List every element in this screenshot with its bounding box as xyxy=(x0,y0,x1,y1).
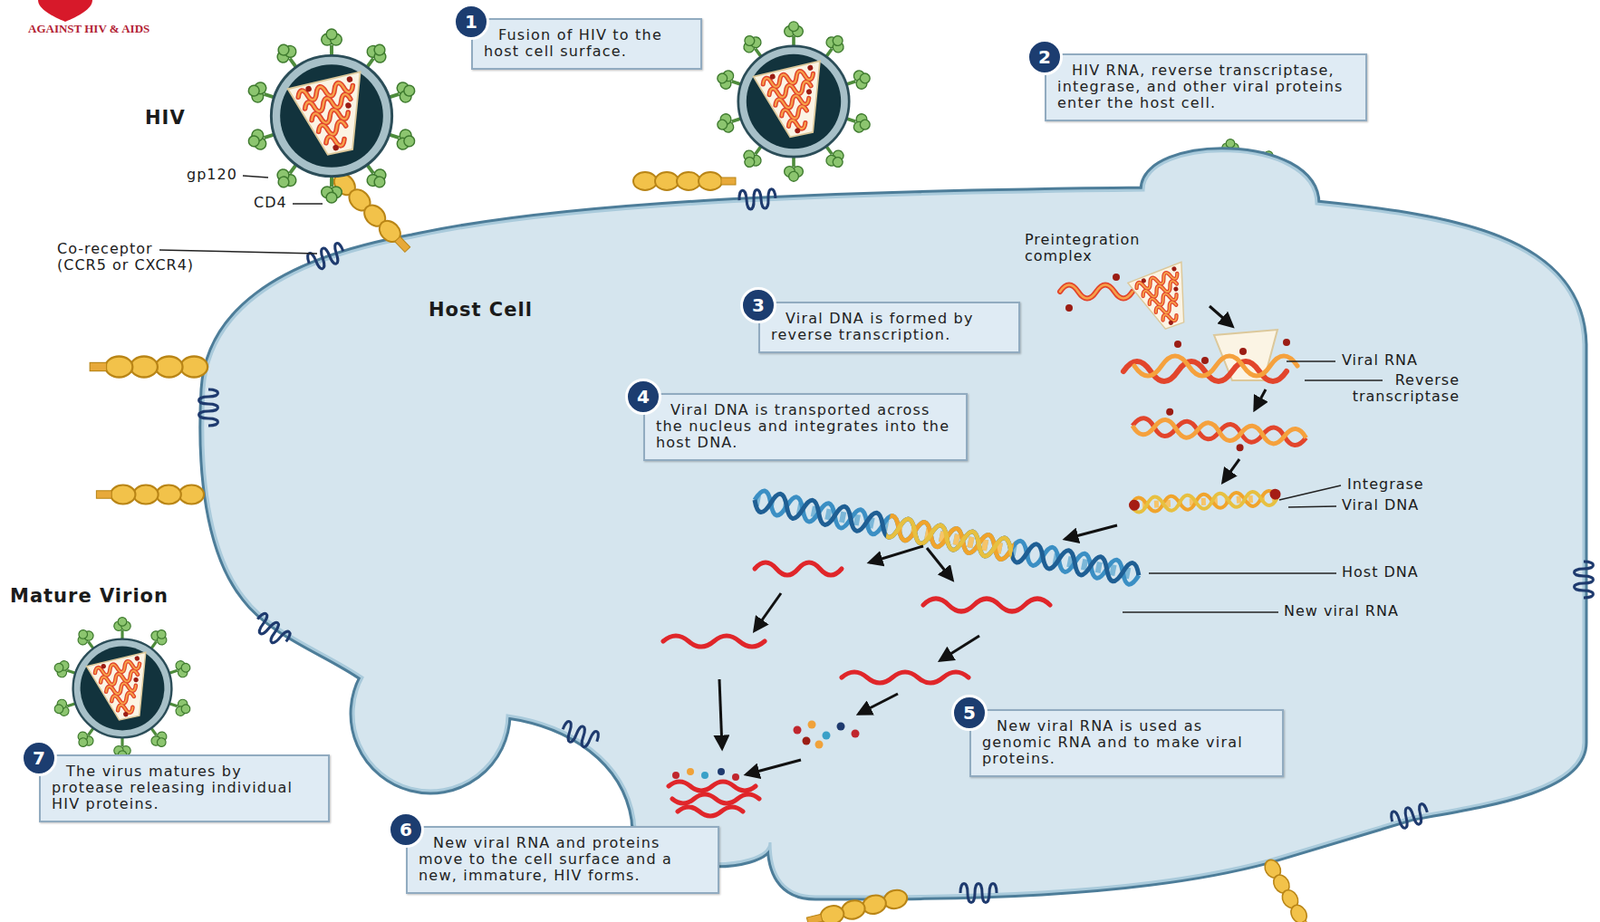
part-label: gp120 xyxy=(186,166,238,184)
callout-text: Viral DNA is transported across the nucl… xyxy=(655,402,955,452)
callout-box: 6New viral RNA and proteins move to the … xyxy=(405,826,720,895)
viral-dna xyxy=(1127,488,1282,513)
logo-text: AGAINST HIV & AIDS xyxy=(28,21,150,36)
part-label: Host Cell xyxy=(428,298,533,321)
viral-proteins xyxy=(672,721,860,782)
cell-membrane xyxy=(202,151,1584,897)
callout-number: 6 xyxy=(387,811,425,849)
leader-lines xyxy=(159,175,1383,613)
new-viral-rna xyxy=(663,562,1051,817)
callout-text: New viral RNA and proteins move to the c… xyxy=(418,835,707,885)
callout-text: The virus matures by protease releasing … xyxy=(51,763,318,813)
callout-number: 4 xyxy=(625,378,662,415)
callout-box: 5New viral RNA is used as genomic RNA an… xyxy=(969,709,1284,778)
callout-number: 2 xyxy=(1026,38,1063,76)
part-label: Viral DNA xyxy=(1341,497,1419,514)
callout-box: 2HIV RNA, reverse transcriptase, integra… xyxy=(1044,53,1368,122)
callout-text: Fusion of HIV to the host cell surface. xyxy=(483,27,690,60)
callout-box: 4Viral DNA is transported across the nuc… xyxy=(643,393,968,462)
hiv-virion xyxy=(245,28,418,203)
callout-box: 1Fusion of HIV to the host cell surface. xyxy=(471,18,703,70)
mature-virion xyxy=(52,617,193,761)
process-arrows xyxy=(719,306,1266,775)
host-cell-body xyxy=(202,151,1584,897)
reverse-transcription xyxy=(1123,329,1298,382)
rna-dna-hybrid xyxy=(1131,405,1308,456)
part-label: New viral RNA xyxy=(1283,603,1399,620)
callout-number: 3 xyxy=(740,287,777,324)
part-label: Host DNA xyxy=(1341,564,1419,581)
preintegration-complex xyxy=(1060,261,1202,336)
host-dna-helix xyxy=(752,489,1142,587)
part-label: Mature Virion xyxy=(9,585,169,608)
callout-number: 7 xyxy=(20,740,58,777)
callout-text: HIV RNA, reverse transcriptase, integras… xyxy=(1057,62,1355,112)
callout-box: 7The virus matures by protease releasing… xyxy=(38,754,330,823)
callout-number: 1 xyxy=(453,3,490,40)
part-label: Co-receptor (CCR5 or CXCR4) xyxy=(57,240,207,274)
callout-text: Viral DNA is formed by reverse transcrip… xyxy=(771,310,1008,344)
hiv-virion xyxy=(714,21,873,182)
callout-box: 3Viral DNA is formed by reverse transcri… xyxy=(758,301,1021,354)
part-label: Integrase xyxy=(1347,476,1425,493)
part-label: CD4 xyxy=(253,194,288,212)
callout-number: 5 xyxy=(951,694,988,732)
part-label: Preintegration complex xyxy=(1024,231,1170,265)
part-label: Reverse transcriptase xyxy=(1318,372,1460,405)
part-label: HIV xyxy=(144,106,186,129)
callout-text: New viral RNA is used as genomic RNA and… xyxy=(982,718,1272,768)
cell-membrane-inner xyxy=(202,151,1584,897)
logo-heart xyxy=(38,0,93,22)
part-label: Viral RNA xyxy=(1341,352,1418,369)
